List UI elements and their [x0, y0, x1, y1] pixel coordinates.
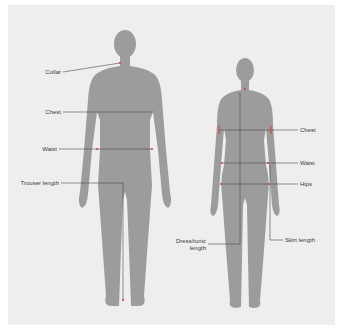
- measure-label: Chest: [300, 127, 316, 134]
- measure-label: Collar: [45, 69, 61, 76]
- leader-lines: [59, 63, 298, 300]
- female-figure: [210, 58, 279, 308]
- measure-label: Skirt length: [285, 237, 315, 244]
- measure-label: Trouser length: [21, 180, 59, 187]
- panel: [8, 5, 335, 325]
- measure-label: Waist: [300, 160, 315, 167]
- measure-label: Dress/tunic length: [172, 238, 206, 252]
- measure-label: Chest: [45, 109, 61, 116]
- measure-label: Waist: [42, 146, 57, 153]
- measure-marks: [96, 62, 272, 301]
- measure-label: Hips: [300, 181, 312, 188]
- male-figure: [79, 30, 171, 306]
